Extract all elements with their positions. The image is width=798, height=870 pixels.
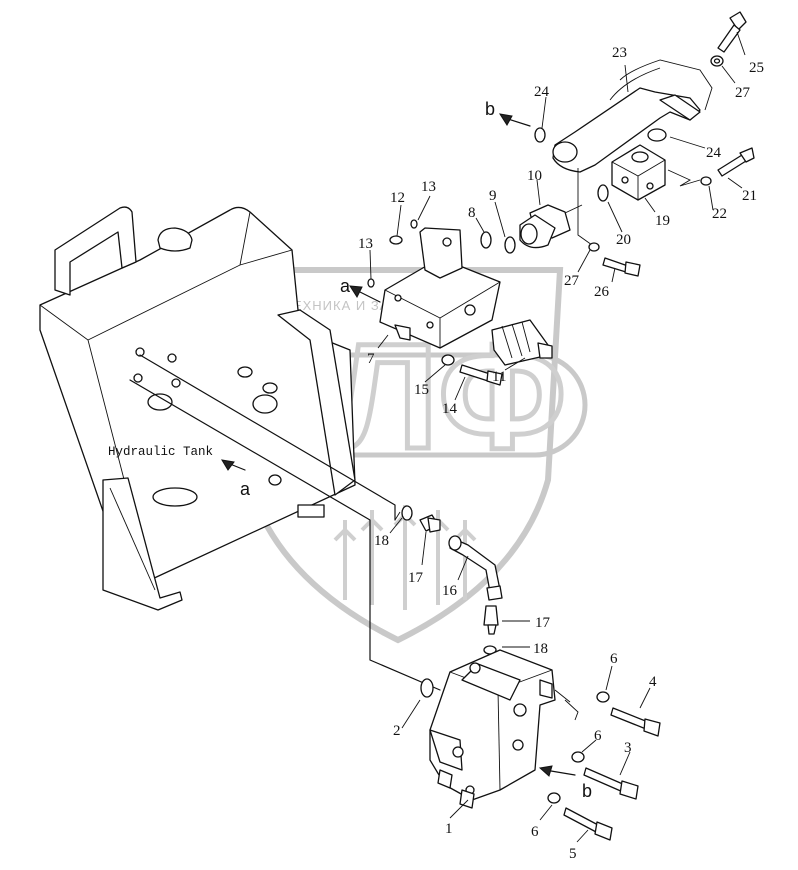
callout-26: 26 [594,284,610,300]
flow-marker-b-upper: b [485,99,495,119]
flow-marker-b-lower: b [582,781,592,801]
o-ring-12 [389,235,403,245]
callouts: 1 2 3 4 5 6 6 6 7 8 9 10 11 12 13 13 14 … [358,45,764,862]
callout-10: 10 [527,168,542,184]
callout-6-mid: 6 [594,728,602,744]
callout-27-upper: 27 [735,85,751,101]
bolt-4 [610,707,661,737]
bolt-21 [717,147,755,177]
callout-18-lower: 18 [533,641,548,657]
callout-5: 5 [569,846,577,862]
piping [129,113,576,777]
callout-20: 20 [616,232,631,248]
callout-6-bottom: 6 [531,824,539,840]
o-ring-24-left [534,127,546,143]
bolt-14 [459,364,503,386]
washer-6-mid [571,751,585,763]
callout-6-top: 6 [610,651,618,667]
o-ring-9 [504,236,516,254]
callout-11: 11 [492,369,506,385]
bolt-26 [602,257,641,277]
washer-22 [700,176,712,186]
fitting-17-lower [483,605,499,635]
flow-marker-a-lower: a [240,479,251,499]
valve-block-7 [379,227,501,349]
callout-14: 14 [442,401,458,417]
callout-16: 16 [442,583,458,599]
bolt-25 [717,11,747,53]
callout-13-lower: 13 [358,236,373,252]
callout-13-upper: 13 [421,179,436,195]
callout-22: 22 [712,206,727,222]
flange-block-19 [611,144,701,201]
o-ring-24-right [647,128,667,142]
washer-6-top [596,691,610,703]
callout-4: 4 [649,674,657,690]
callout-23: 23 [612,45,627,61]
callout-17-upper: 17 [408,570,424,586]
watermark-shield-icon [232,267,564,644]
callout-9: 9 [489,188,497,204]
tube-16 [448,535,503,601]
callout-12: 12 [390,190,405,206]
solenoid-11 [491,319,553,366]
main-valve-1 [429,649,579,809]
fitting-17-upper [419,514,441,533]
callout-3: 3 [624,740,632,756]
callout-27-lower: 27 [564,273,580,289]
leader-lines [369,31,746,843]
bolt-3 [583,767,639,800]
pipe-23 [552,59,713,246]
callout-8: 8 [468,205,476,221]
callout-7: 7 [367,351,375,367]
callout-15: 15 [414,382,429,398]
o-ring-18-upper [401,505,413,521]
tank-label: Hydraulic Tank [108,445,213,459]
callout-21: 21 [742,188,757,204]
bolt-5 [563,807,613,841]
callout-2: 2 [393,723,401,739]
callout-24-left: 24 [534,84,550,100]
watermark-wheat-icon [333,505,477,610]
washer-6-bottom [547,792,561,804]
callout-24-right: 24 [706,145,722,161]
flow-marker-a-upper: a [340,276,351,296]
hydraulic-tank: Hydraulic Tank [39,206,356,611]
o-ring-13-lower [367,278,375,288]
callout-19: 19 [655,213,670,229]
callout-17-lower: 17 [535,615,551,631]
callout-25: 25 [749,60,764,76]
o-ring-8 [480,231,492,249]
o-ring-2 [420,678,434,698]
callout-18-upper: 18 [374,533,389,549]
callout-1: 1 [445,821,453,837]
o-ring-13-upper [410,219,418,229]
flow-markers: a a b b [240,99,592,801]
o-ring-20 [597,184,609,202]
washer-27-lower [588,242,600,252]
washer-15 [441,354,455,366]
flange-fitting-10 [519,204,583,249]
